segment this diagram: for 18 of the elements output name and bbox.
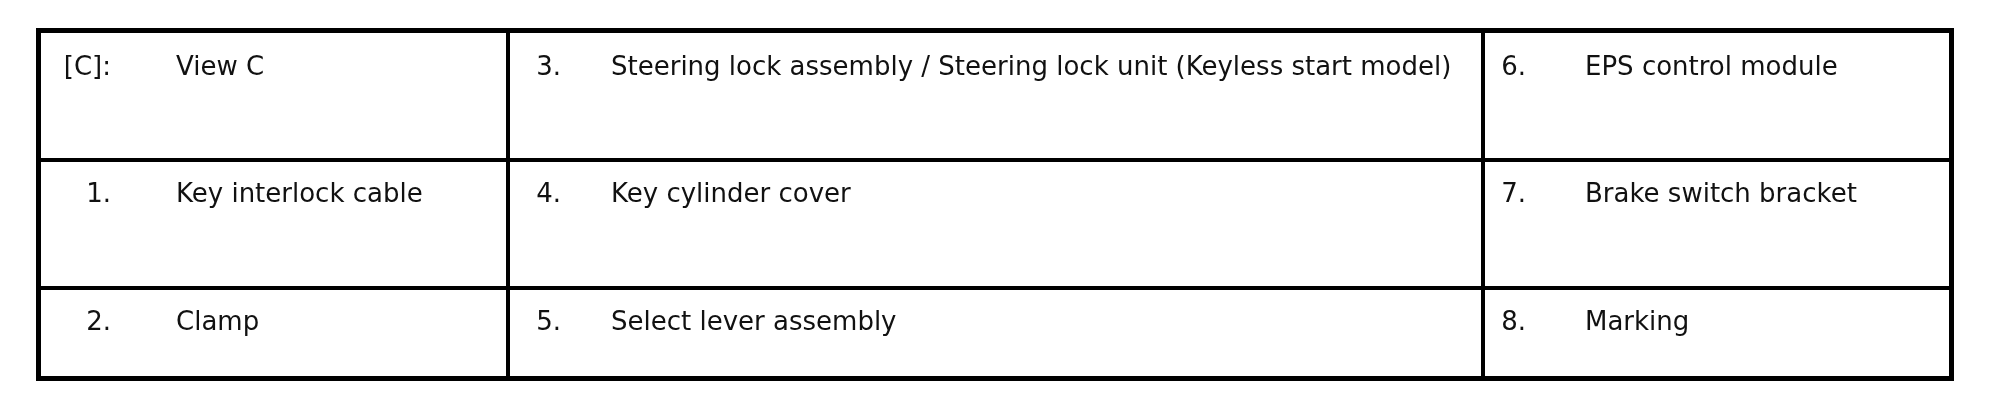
part-name: Key cylinder cover [611,177,851,209]
part-name: Select lever assembly [611,305,897,337]
part-name: View C [176,50,265,82]
part-name: Brake switch bracket [1585,177,1857,209]
callout-number: 2. [86,305,111,337]
callout-number: 3. [536,50,561,82]
part-name: Marking [1585,305,1690,337]
callout-number: [C]: [63,50,111,82]
callout-number: 8. [1501,305,1526,337]
part-name: Steering lock assembly / Steering lock unit (Keyless start model) [611,50,1452,82]
part-name: Key interlock cable [176,177,423,209]
callout-number: 4. [536,177,561,209]
part-name: Clamp [176,305,260,337]
callout-number: 7. [1501,177,1526,209]
callout-number: 6. [1501,50,1526,82]
callout-number: 5. [536,305,561,337]
part-name: EPS control module [1585,50,1838,82]
callout-number: 1. [86,177,111,209]
